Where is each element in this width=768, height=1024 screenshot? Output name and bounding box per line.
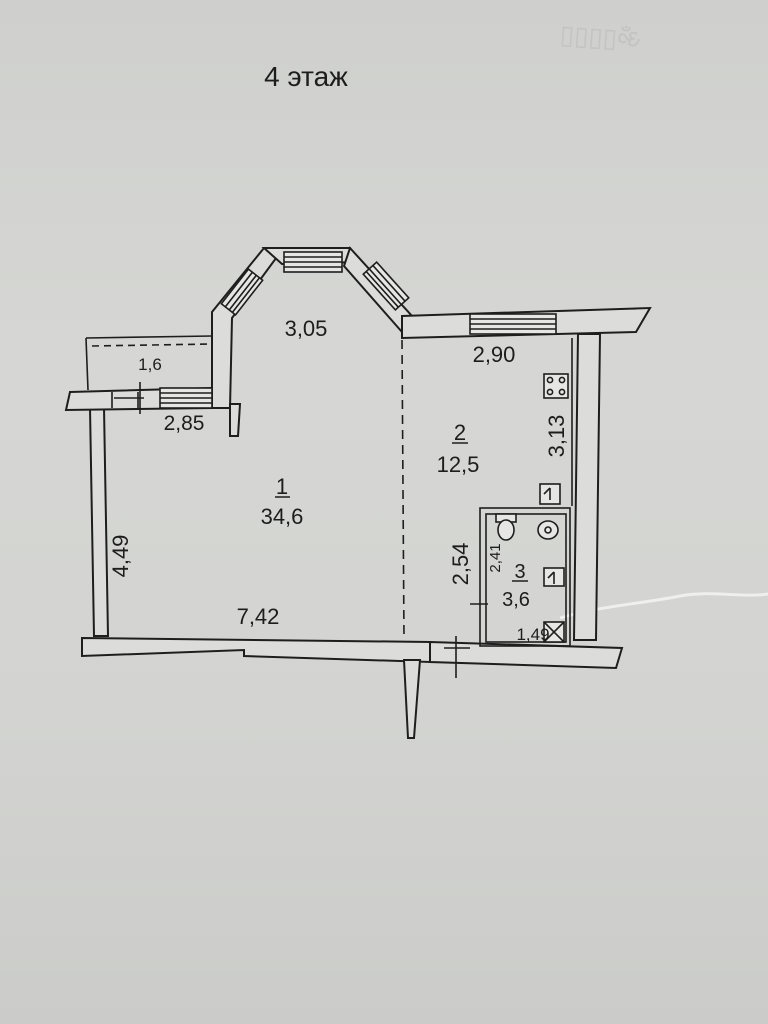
room-1-number: 1 (276, 474, 288, 499)
bathroom-walls (479, 507, 571, 647)
window-bay-right (362, 261, 410, 311)
room-3-number: 3 (514, 561, 525, 583)
ventilation-shaft-icon (543, 621, 565, 643)
dim-bath-depth: 2,41 (487, 543, 504, 572)
room-labels: 1 34,6 2 12,5 3 3,6 (261, 420, 530, 611)
dimension-labels: 1,6 2,85 3,05 2,90 7,42 1,49 4,49 3,13 2… (108, 316, 569, 644)
room-1-area: 34,6 (261, 504, 304, 529)
dim-bath-width: 1,49 (516, 625, 549, 644)
tap-icon (543, 567, 565, 587)
sink-icon (539, 483, 561, 505)
wall-stub (402, 659, 422, 739)
divider-room1-room2 (401, 339, 405, 641)
toilet-icon (495, 513, 517, 541)
room-3-area: 3,6 (502, 589, 530, 611)
right-wall (572, 333, 602, 641)
dim-balcony-width: 2,85 (164, 412, 205, 435)
room-2-area: 12,5 (437, 452, 480, 477)
walls (64, 246, 652, 739)
balcony (85, 335, 213, 408)
interior-lines (114, 338, 573, 678)
room-2-number: 2 (454, 420, 466, 445)
dim-hall-depth: 2,54 (448, 543, 473, 586)
window-bay-left (220, 267, 264, 317)
bottom-wall (81, 636, 431, 664)
inner-wall-stub (229, 403, 242, 437)
washbasin-icon (537, 520, 559, 540)
dim-room1-height: 4,49 (108, 535, 133, 578)
windows (159, 251, 557, 409)
fixtures (495, 373, 569, 643)
left-wall (88, 407, 110, 637)
dim-room1-width: 7,42 (237, 604, 280, 629)
dim-kitchen-width: 2,90 (473, 342, 516, 367)
dim-balcony-top: 1,6 (138, 355, 162, 374)
dim-kitchen-depth: 3,13 (544, 415, 569, 458)
stove-icon (543, 373, 569, 399)
dim-bay-width: 3,05 (285, 316, 328, 341)
floor-title: 4 этаж (264, 61, 348, 92)
